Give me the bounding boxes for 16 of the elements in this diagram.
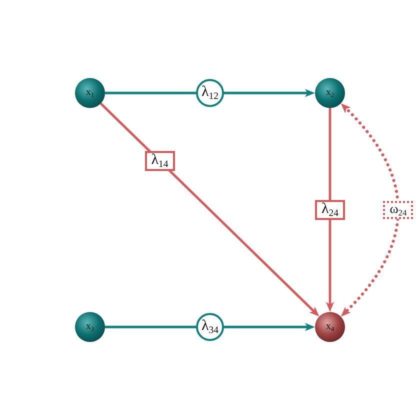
node-label: x$_{1}$ (86, 88, 94, 98)
arrow (100, 102, 320, 317)
dotted-curved-arrow (340, 103, 400, 317)
edge-label: λ$_{24}$ (315, 200, 345, 220)
sphere-node (315, 312, 345, 342)
sphere-node (75, 312, 105, 342)
node-label: x$_{3}$ (86, 322, 94, 332)
sphere-node (75, 78, 105, 108)
arrow (326, 108, 334, 312)
node-label: x$_{4}$ (326, 322, 334, 332)
edge-label: λ$_{14}$ (144, 150, 175, 171)
edge-label: λ$_{34}$ (196, 313, 224, 341)
edge-label: λ$_{12}$ (196, 79, 224, 107)
edge-label: ω$_{24}$ (383, 201, 414, 219)
node-label: x$_{2}$ (326, 88, 334, 98)
sphere-node (315, 78, 345, 108)
